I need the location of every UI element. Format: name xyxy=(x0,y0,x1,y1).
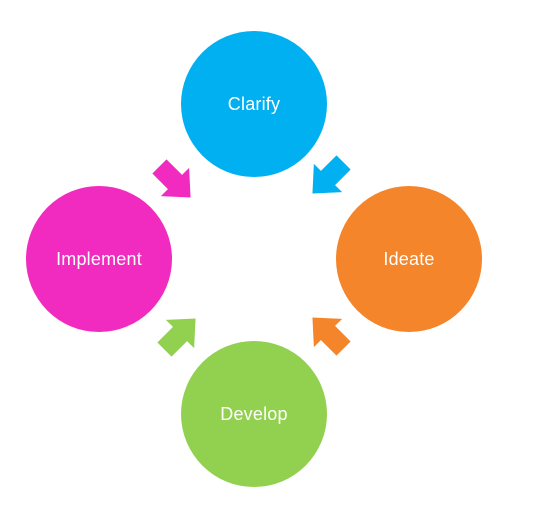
node-implement-label: Implement xyxy=(56,248,142,269)
arrow-develop-to-implement-icon xyxy=(150,304,210,364)
node-ideate-label: Ideate xyxy=(383,248,435,269)
node-ideate: Ideate xyxy=(336,186,482,332)
arrow-clarify-to-ideate-icon xyxy=(298,148,358,208)
node-clarify: Clarify xyxy=(181,31,327,177)
node-develop: Develop xyxy=(181,341,327,487)
arrow-implement-to-clarify-icon xyxy=(145,152,205,212)
node-implement: Implement xyxy=(26,186,172,332)
arrow-ideate-to-develop-icon xyxy=(298,303,358,363)
node-develop-label: Develop xyxy=(220,403,288,424)
node-clarify-label: Clarify xyxy=(227,93,281,114)
